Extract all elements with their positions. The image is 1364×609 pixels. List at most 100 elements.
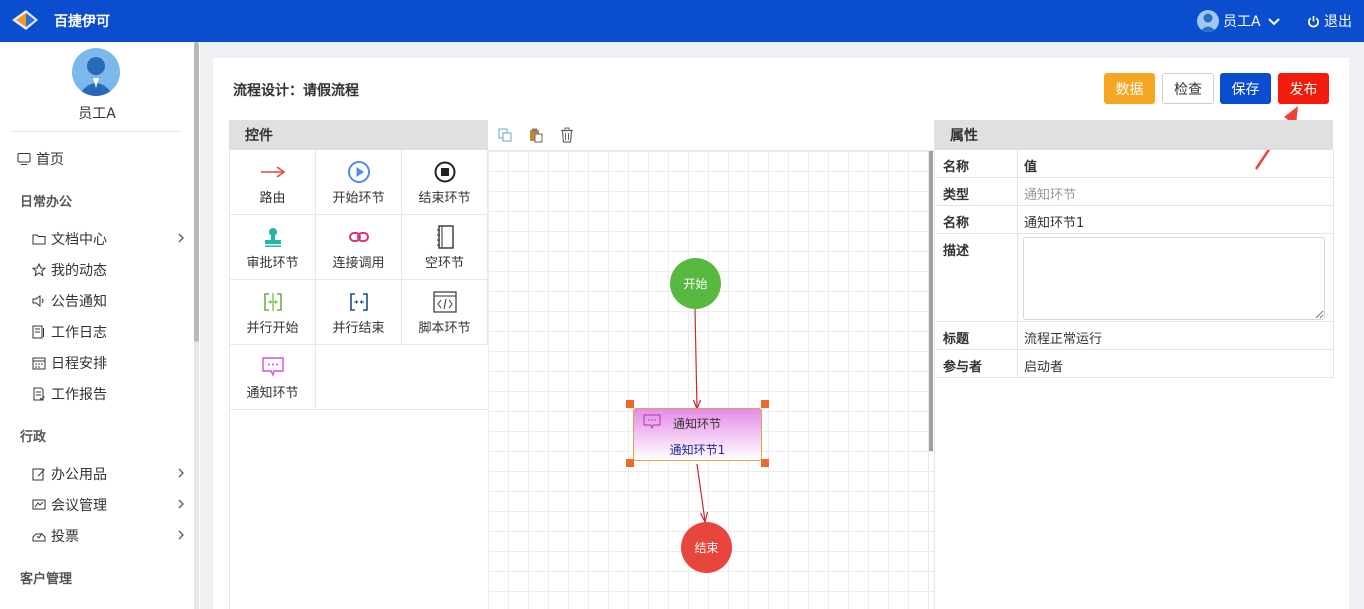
property-row-description: 描述 (935, 234, 1334, 322)
resize-handle[interactable] (626, 459, 634, 467)
control-notify-node[interactable]: 通知环节 (230, 345, 316, 410)
save-button[interactable]: 保存 (1220, 73, 1271, 104)
data-button[interactable]: 数据 (1104, 73, 1155, 104)
page-title: 流程设计：请假流程 (233, 83, 359, 99)
main-content: 流程设计：请假流程 数据 检查 保存 发布 控件 路由 开始环节 结束环节 审批… (213, 58, 1349, 609)
node-name-label: 通知环节1 (669, 443, 726, 457)
sidebar-item-label: 日程安排 (51, 356, 107, 372)
start-node-label: 开始 (683, 277, 708, 291)
star-icon (31, 262, 47, 278)
control-script-node[interactable]: 脚本环节 (402, 280, 488, 345)
control-label: 空环节 (424, 256, 464, 271)
meeting-icon (31, 497, 47, 513)
stop-circle-icon (432, 160, 458, 184)
property-key: 标题 (935, 322, 1018, 349)
start-node[interactable]: 开始 (670, 258, 721, 309)
property-value-name[interactable]: 通知环节1 (1024, 216, 1085, 231)
flow-canvas[interactable]: 开始 通知环节 通知环节1 结束 (488, 120, 935, 609)
properties-header: 属性 (934, 120, 1333, 150)
code-icon (432, 290, 458, 314)
sidebar-user-name: 员工A (78, 106, 116, 122)
log-icon (31, 324, 47, 340)
properties-header-row: 名称 值 (935, 150, 1334, 178)
property-row-type: 类型 通知环节 (935, 178, 1334, 206)
divider (12, 131, 180, 132)
app-logo (12, 10, 38, 30)
message-icon (643, 414, 661, 430)
resize-handle[interactable] (761, 400, 769, 408)
check-button[interactable]: 检查 (1162, 73, 1214, 104)
sidebar-item-work-report[interactable]: 工作报告 (0, 381, 194, 407)
logout-button[interactable]: 退出 (1307, 11, 1352, 31)
sidebar-item-label: 办公用品 (51, 467, 107, 483)
property-row-name: 名称 通知环节1 (935, 206, 1334, 234)
play-circle-icon (346, 160, 372, 184)
folder-icon (31, 231, 47, 247)
sidebar-item-home[interactable]: 首页 (0, 146, 194, 172)
user-avatar (72, 48, 120, 96)
monitor-icon (16, 151, 32, 167)
control-empty-node[interactable]: 空环节 (402, 215, 488, 280)
app-title: 百捷伊可 (54, 14, 110, 30)
sidebar-scrollbar[interactable] (194, 42, 199, 342)
sidebar-item-label: 会议管理 (51, 498, 107, 514)
properties-panel: 名称 值 类型 通知环节 名称 通知环节1 描述 标题 流程正常运行 参与者 启… (934, 120, 1334, 609)
sidebar-item-label: 文档中心 (51, 232, 107, 248)
edge-notify-to-end (696, 463, 706, 522)
user-menu[interactable]: 员工A (1197, 8, 1281, 34)
control-label: 并行开始 (246, 321, 299, 336)
sidebar-item-work-log[interactable]: 工作日志 (0, 319, 194, 345)
control-route[interactable]: 路由 (230, 150, 316, 215)
property-value: 通知环节 (1024, 188, 1077, 203)
sidebar-item-office-supplies[interactable]: 办公用品 (0, 461, 194, 487)
logout-label: 退出 (1324, 14, 1352, 30)
control-label: 并行结束 (332, 321, 385, 336)
sidebar-item-label: 首页 (36, 152, 64, 168)
sidebar-item-schedule[interactable]: 日程安排 (0, 350, 194, 376)
control-parallel-end[interactable]: 并行结束 (316, 280, 402, 345)
control-end-node[interactable]: 结束环节 (402, 150, 488, 215)
control-approval-node[interactable]: 审批环节 (230, 215, 316, 280)
property-key: 参与者 (935, 350, 1018, 377)
notebook-icon (432, 225, 458, 249)
paste-icon[interactable] (528, 127, 544, 143)
sidebar-item-my-activity[interactable]: 我的动态 (0, 257, 194, 283)
sidebar-item-announcements[interactable]: 公告通知 (0, 288, 194, 314)
sidebar-item-vote[interactable]: 投票 (0, 523, 194, 549)
chevron-right-icon (178, 530, 184, 540)
merge-icon (346, 290, 372, 314)
user-avatar-icon (1197, 10, 1219, 32)
nav-group-title: 行政 (20, 430, 47, 445)
resize-handle[interactable] (626, 400, 634, 408)
column-header-key: 名称 (935, 150, 1018, 177)
control-parallel-start[interactable]: 并行开始 (230, 280, 316, 345)
end-node[interactable]: 结束 (681, 522, 732, 573)
node-type-label: 通知环节 (673, 417, 722, 431)
canvas-scrollbar[interactable] (929, 151, 933, 451)
publish-button[interactable]: 发布 (1278, 73, 1329, 104)
controls-panel: 路由 开始环节 结束环节 审批环节 连接调用 空环节 并行开始 并行结束 (229, 150, 489, 609)
canvas-toolbar (488, 120, 935, 151)
sidebar-item-documents[interactable]: 文档中心 (0, 226, 194, 252)
chevron-right-icon (178, 468, 184, 478)
property-value-title[interactable]: 流程正常运行 (1024, 332, 1103, 347)
column-header-value: 值 (1024, 160, 1038, 175)
control-label: 审批环节 (246, 256, 299, 271)
calendar-icon (31, 355, 47, 371)
control-label: 通知环节 (246, 386, 299, 401)
sidebar-item-meetings[interactable]: 会议管理 (0, 492, 194, 518)
edit-icon (31, 466, 47, 482)
resize-handle[interactable] (761, 459, 769, 467)
report-icon (31, 386, 47, 402)
property-key: 描述 (935, 234, 1018, 321)
property-value-participants[interactable]: 启动者 (1024, 360, 1064, 375)
user-name: 员工A (1223, 14, 1261, 30)
control-start-node[interactable]: 开始环节 (316, 150, 402, 215)
delete-icon[interactable] (559, 127, 575, 143)
control-connect-call[interactable]: 连接调用 (316, 215, 402, 280)
notify-node[interactable]: 通知环节 通知环节1 (633, 408, 762, 461)
copy-icon[interactable] (497, 127, 513, 143)
sidebar-item-label: 工作报告 (51, 387, 107, 403)
control-label: 开始环节 (332, 191, 385, 206)
description-textarea[interactable] (1023, 237, 1325, 320)
